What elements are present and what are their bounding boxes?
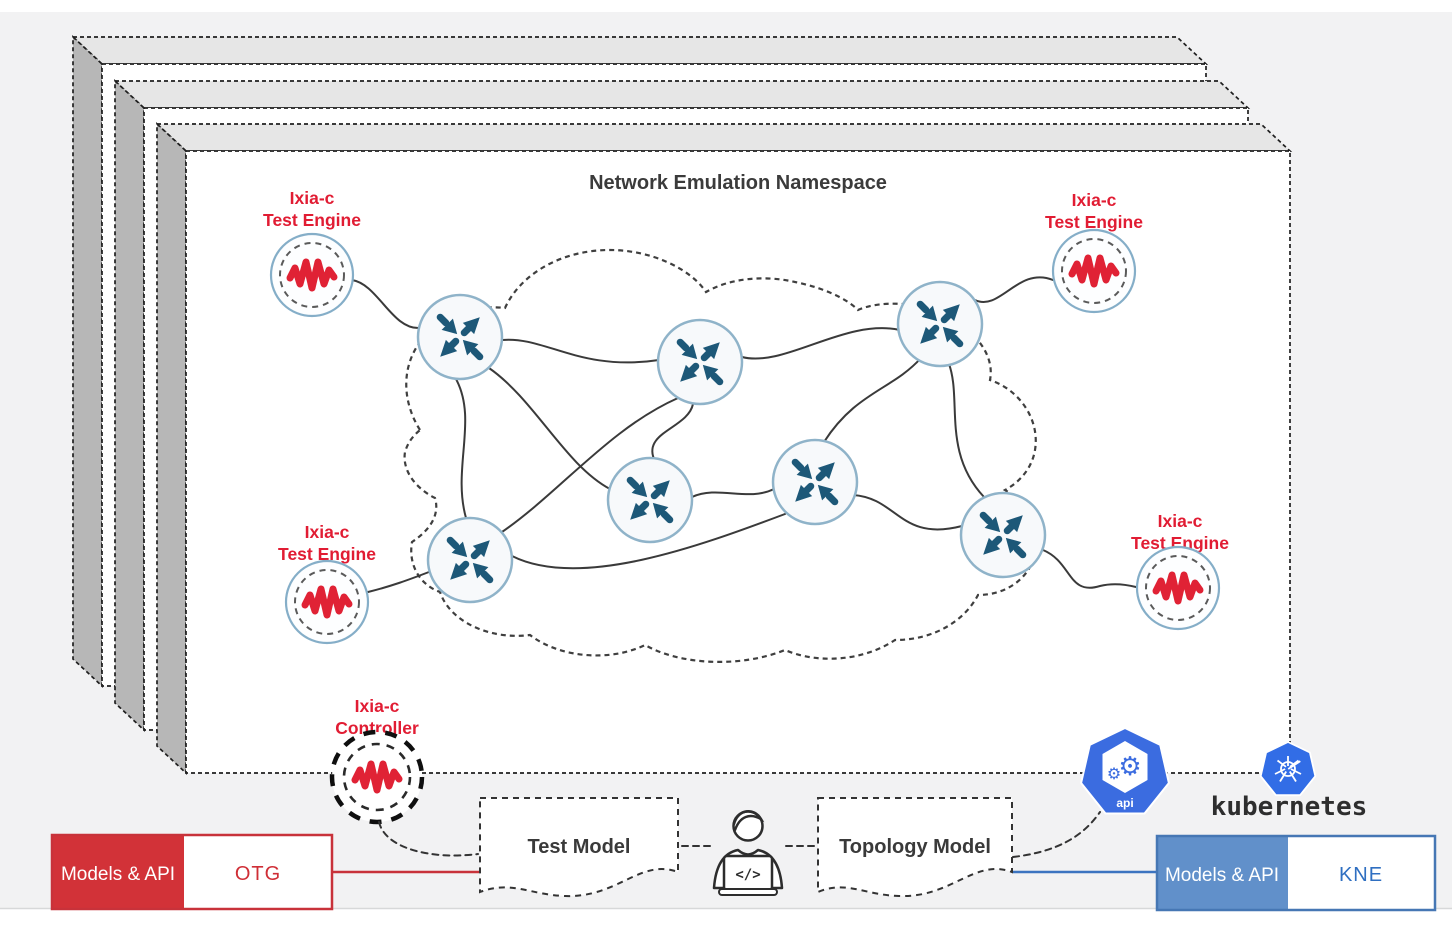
topology-model-label: Topology Model xyxy=(839,836,991,858)
otg-box: Models & API OTG xyxy=(50,833,334,911)
controller-icon xyxy=(332,732,422,822)
test-engine-label-line1: Ixia-c xyxy=(290,188,335,208)
test-engine-icon xyxy=(1053,230,1135,312)
link-r1-r6 xyxy=(455,378,467,519)
kne-models-api-cell xyxy=(1157,836,1288,910)
test-engine-label-line2: Test Engine xyxy=(1045,212,1143,232)
topology-model-box: Topology Model xyxy=(817,797,1013,898)
kne-box: Models & API KNE xyxy=(1155,834,1437,912)
test-engine-icon xyxy=(271,234,353,316)
kubernetes-wordmark: kubernetes xyxy=(1211,792,1368,822)
test-model-box: Test Model xyxy=(479,797,679,898)
test-engine-label-line2: Test Engine xyxy=(263,210,361,230)
test-engine-icon xyxy=(286,561,368,643)
controller-node: Ixia-c Controller xyxy=(332,696,422,822)
test-engine-icon xyxy=(1137,547,1219,629)
test-engine-top-left: Ixia-c Test Engine xyxy=(263,188,361,316)
namespace-title: Network Emulation Namespace xyxy=(589,172,887,194)
connector-controller-testmodel xyxy=(378,821,479,857)
link-r1-r2 xyxy=(501,338,660,364)
controller-label-line2: Controller xyxy=(335,718,419,738)
link-r5-r7 xyxy=(852,494,963,531)
router-icon xyxy=(418,295,502,379)
router-icon xyxy=(961,493,1045,577)
test-engine-bottom-right: Ixia-c Test Engine xyxy=(1131,511,1229,629)
otg-models-api-label: Models & API xyxy=(61,864,175,885)
hair-swoosh xyxy=(732,810,765,832)
test-engine-bottom-left: Ixia-c Test Engine xyxy=(278,522,376,643)
link-r7-te4 xyxy=(1042,549,1137,589)
link-r6-r2 xyxy=(501,397,679,533)
person-icon: </> xyxy=(712,810,784,896)
kne-box-border xyxy=(1155,834,1437,912)
controller-label-line1: Ixia-c xyxy=(355,696,400,716)
gear-icon: ⚙ xyxy=(1118,752,1141,782)
link-r2-r3 xyxy=(741,327,901,360)
link-te1-r1 xyxy=(351,279,421,330)
link-r3-r7 xyxy=(948,363,985,498)
code-glyph: </> xyxy=(735,867,760,883)
link-r6-r5 xyxy=(511,513,786,570)
link-r3-te2 xyxy=(974,276,1054,303)
otg-models-api-cell xyxy=(52,835,184,909)
link-r2-r4 xyxy=(651,403,694,460)
router-icon xyxy=(898,282,982,366)
router-icon xyxy=(658,320,742,404)
api-badge-label: api xyxy=(1116,796,1133,810)
otg-label: OTG xyxy=(235,863,281,885)
router-icon xyxy=(608,458,692,542)
test-engine-label-line2: Test Engine xyxy=(1131,533,1229,553)
kne-label: KNE xyxy=(1339,864,1383,886)
connector-topologymodel-api xyxy=(1012,811,1101,858)
kne-name-cell xyxy=(1288,836,1435,910)
otg-name-cell xyxy=(184,835,332,909)
test-engine-label-line2: Test Engine xyxy=(278,544,376,564)
link-r1-r4 xyxy=(488,367,611,490)
router-icon xyxy=(428,518,512,602)
kne-models-api-label: Models & API xyxy=(1165,865,1279,886)
topology-links xyxy=(351,276,1137,593)
gear-icon: ⚙ xyxy=(1107,764,1121,783)
test-engine-label-line1: Ixia-c xyxy=(1072,190,1117,210)
laptop-base xyxy=(718,888,778,896)
kubernetes-logo-icon xyxy=(1259,741,1317,797)
link-r3-r5 xyxy=(823,357,922,443)
api-hexagon xyxy=(1102,741,1148,793)
test-engine-label-line1: Ixia-c xyxy=(1158,511,1203,531)
test-model-label: Test Model xyxy=(528,836,631,858)
api-badge-icon: ⚙ ⚙ api xyxy=(1080,727,1170,815)
helm-wheel-icon xyxy=(1274,756,1302,782)
test-engine-top-right: Ixia-c Test Engine xyxy=(1045,190,1143,312)
link-r4-r5 xyxy=(691,488,775,498)
test-engine-label-line1: Ixia-c xyxy=(305,522,350,542)
otg-box-border xyxy=(50,833,334,911)
link-te3-r6 xyxy=(367,571,430,593)
router-icon xyxy=(773,440,857,524)
